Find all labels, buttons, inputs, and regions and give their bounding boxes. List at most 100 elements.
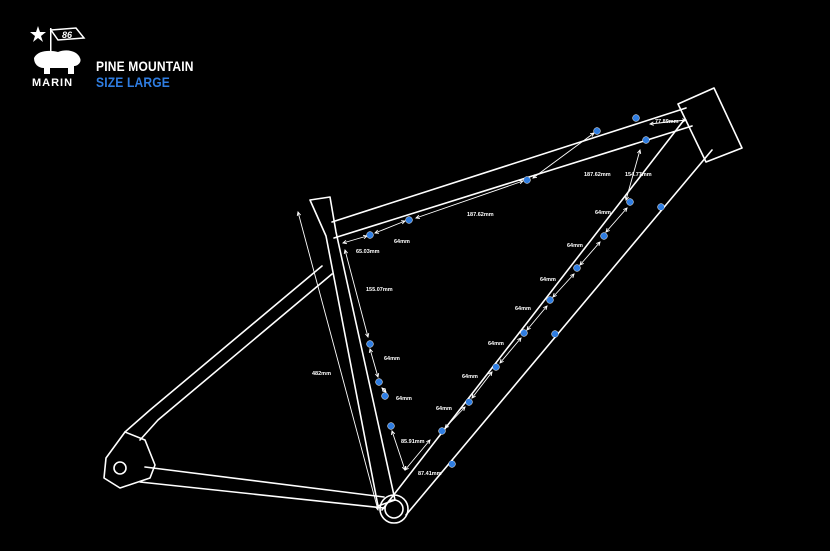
logo-wordmark: MARIN — [32, 77, 73, 89]
measurement-label: 187.62mm — [584, 172, 611, 178]
mount-dot — [551, 330, 559, 338]
dimension-arrow — [297, 211, 379, 511]
measurement-label: 87.41mm — [418, 471, 442, 477]
seat-stay — [124, 265, 333, 441]
bear-flag-icon: 86 MARIN — [30, 26, 86, 89]
arrowhead — [342, 239, 348, 245]
arrowhead — [426, 439, 431, 444]
arrowhead — [596, 241, 601, 246]
measurement-label: 85.91mm — [401, 439, 425, 445]
arrowhead — [343, 249, 348, 255]
bike-frame-outline — [103, 87, 743, 524]
mount-dot — [375, 378, 383, 386]
bottom-bracket — [379, 494, 409, 524]
measurement-label: 77.89mm — [655, 119, 679, 125]
dimension-arrow — [374, 220, 406, 234]
measurement-label: 154.77mm — [625, 172, 652, 178]
dimension-arrow — [526, 305, 548, 331]
arrowhead — [517, 337, 522, 342]
model-name: PINE MOUNTAIN — [96, 58, 194, 74]
arrowhead — [382, 388, 387, 393]
arrowhead — [400, 220, 406, 225]
mount-dot — [593, 127, 601, 135]
mount-dot — [657, 203, 665, 211]
dimension-arrow — [605, 207, 628, 233]
mount-points — [366, 114, 665, 468]
arrowhead — [682, 118, 688, 123]
mount-dot — [492, 363, 500, 371]
measurement-label: 64mm — [462, 374, 478, 380]
mount-dot — [642, 136, 650, 144]
measurement-label: 65.03mm — [356, 249, 380, 255]
size-label: SIZE LARGE — [96, 74, 170, 90]
marin-logo: 86 MARIN — [28, 22, 98, 94]
dimension-arrow — [444, 406, 466, 429]
arrowhead — [368, 348, 373, 354]
arrowhead — [471, 393, 476, 399]
dimension-arrow — [552, 273, 575, 298]
mount-dot — [405, 216, 413, 224]
mount-dot — [626, 198, 634, 206]
seat-tube — [309, 196, 396, 507]
dimension-arrow — [415, 180, 524, 219]
dimension-arrow — [579, 241, 601, 266]
arrowhead — [401, 465, 406, 471]
mount-dot — [387, 422, 395, 430]
dimension-arrow — [369, 348, 379, 378]
measurement-label: 64mm — [488, 341, 504, 347]
arrowhead — [296, 211, 301, 217]
mount-dot — [523, 176, 531, 184]
measurement-labels: 65.03mm 64mm 187.62mm 187.62mm 77.89mm 154.77… — [312, 119, 679, 477]
rear-dropout — [103, 431, 156, 489]
measurement-label: 64mm — [540, 277, 556, 283]
arrowhead — [518, 180, 524, 185]
arrowhead — [375, 372, 380, 378]
measurement-label: 187.62mm — [467, 212, 494, 218]
arrowhead — [526, 326, 531, 331]
arrowhead — [532, 174, 538, 179]
arrowhead — [648, 121, 654, 126]
measurement-arrows — [296, 118, 688, 511]
mount-dot — [520, 329, 528, 337]
mount-dot — [600, 232, 608, 240]
logo-year: 86 — [62, 30, 73, 40]
measurement-label: 64mm — [595, 210, 611, 216]
measurement-label: 482mm — [312, 371, 331, 377]
dimension-arrow — [649, 119, 687, 125]
arrowhead — [365, 332, 370, 338]
measurement-label: 64mm — [396, 396, 412, 402]
mount-dot — [448, 460, 456, 468]
dimension-arrow — [532, 132, 595, 179]
arrowhead — [624, 195, 629, 201]
head-tube — [677, 87, 743, 163]
arrowhead — [374, 229, 380, 234]
arrowhead — [488, 371, 493, 377]
dimension-arrow — [344, 249, 369, 338]
arrowhead — [391, 430, 396, 436]
arrowhead — [623, 207, 628, 212]
arrowhead — [499, 359, 504, 364]
mount-dot — [546, 296, 554, 304]
dimension-arrow — [391, 430, 406, 471]
arrowhead — [552, 293, 557, 298]
mount-dot — [366, 231, 374, 239]
arrowhead — [543, 305, 548, 310]
dimension-arrow — [625, 149, 641, 201]
mount-dot — [438, 427, 446, 435]
dimension-arrow — [471, 371, 493, 399]
top-tube — [331, 107, 693, 239]
mount-dot — [381, 392, 389, 400]
mount-dot — [632, 114, 640, 122]
measurement-label: 64mm — [394, 239, 410, 245]
measurement-label: 64mm — [515, 306, 531, 312]
dimension-arrow — [404, 439, 431, 471]
arrowhead — [415, 214, 421, 219]
title-block: PINE MOUNTAIN SIZE LARGE — [96, 58, 210, 90]
arrowhead — [605, 228, 610, 233]
mount-dot — [465, 398, 473, 406]
chain-stay — [139, 466, 385, 509]
dimension-arrow — [342, 235, 368, 244]
measurement-label: 155.07mm — [366, 287, 393, 293]
arrowhead — [444, 424, 449, 429]
